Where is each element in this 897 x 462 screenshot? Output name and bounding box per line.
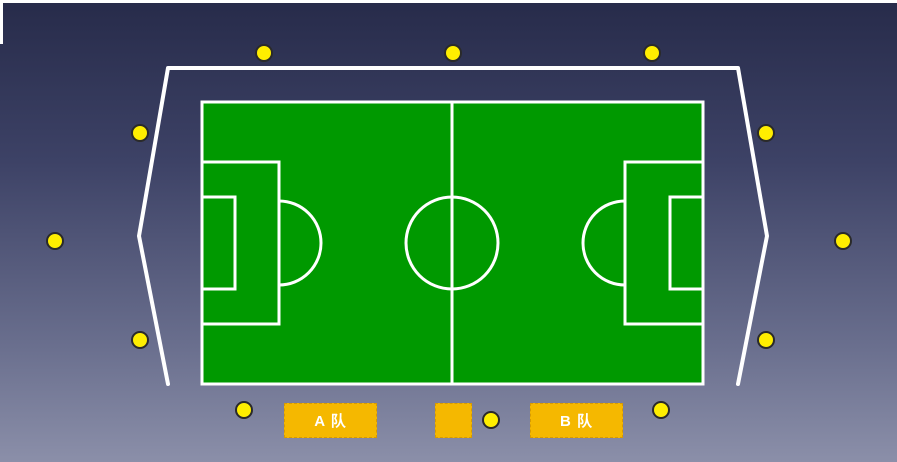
light-marker <box>47 233 63 249</box>
light-marker <box>653 402 669 418</box>
light-marker <box>236 402 252 418</box>
center-official-box <box>435 403 472 438</box>
light-marker <box>445 45 461 61</box>
light-marker <box>483 412 499 428</box>
team-a-bench: A 队 <box>284 403 377 438</box>
light-marker <box>132 125 148 141</box>
light-marker <box>256 45 272 61</box>
light-marker <box>644 45 660 61</box>
light-marker <box>132 332 148 348</box>
light-marker <box>758 332 774 348</box>
team-a-label: A 队 <box>314 410 346 431</box>
light-marker <box>758 125 774 141</box>
team-b-bench: B 队 <box>530 403 623 438</box>
team-b-label: B 队 <box>560 410 593 431</box>
light-marker <box>835 233 851 249</box>
